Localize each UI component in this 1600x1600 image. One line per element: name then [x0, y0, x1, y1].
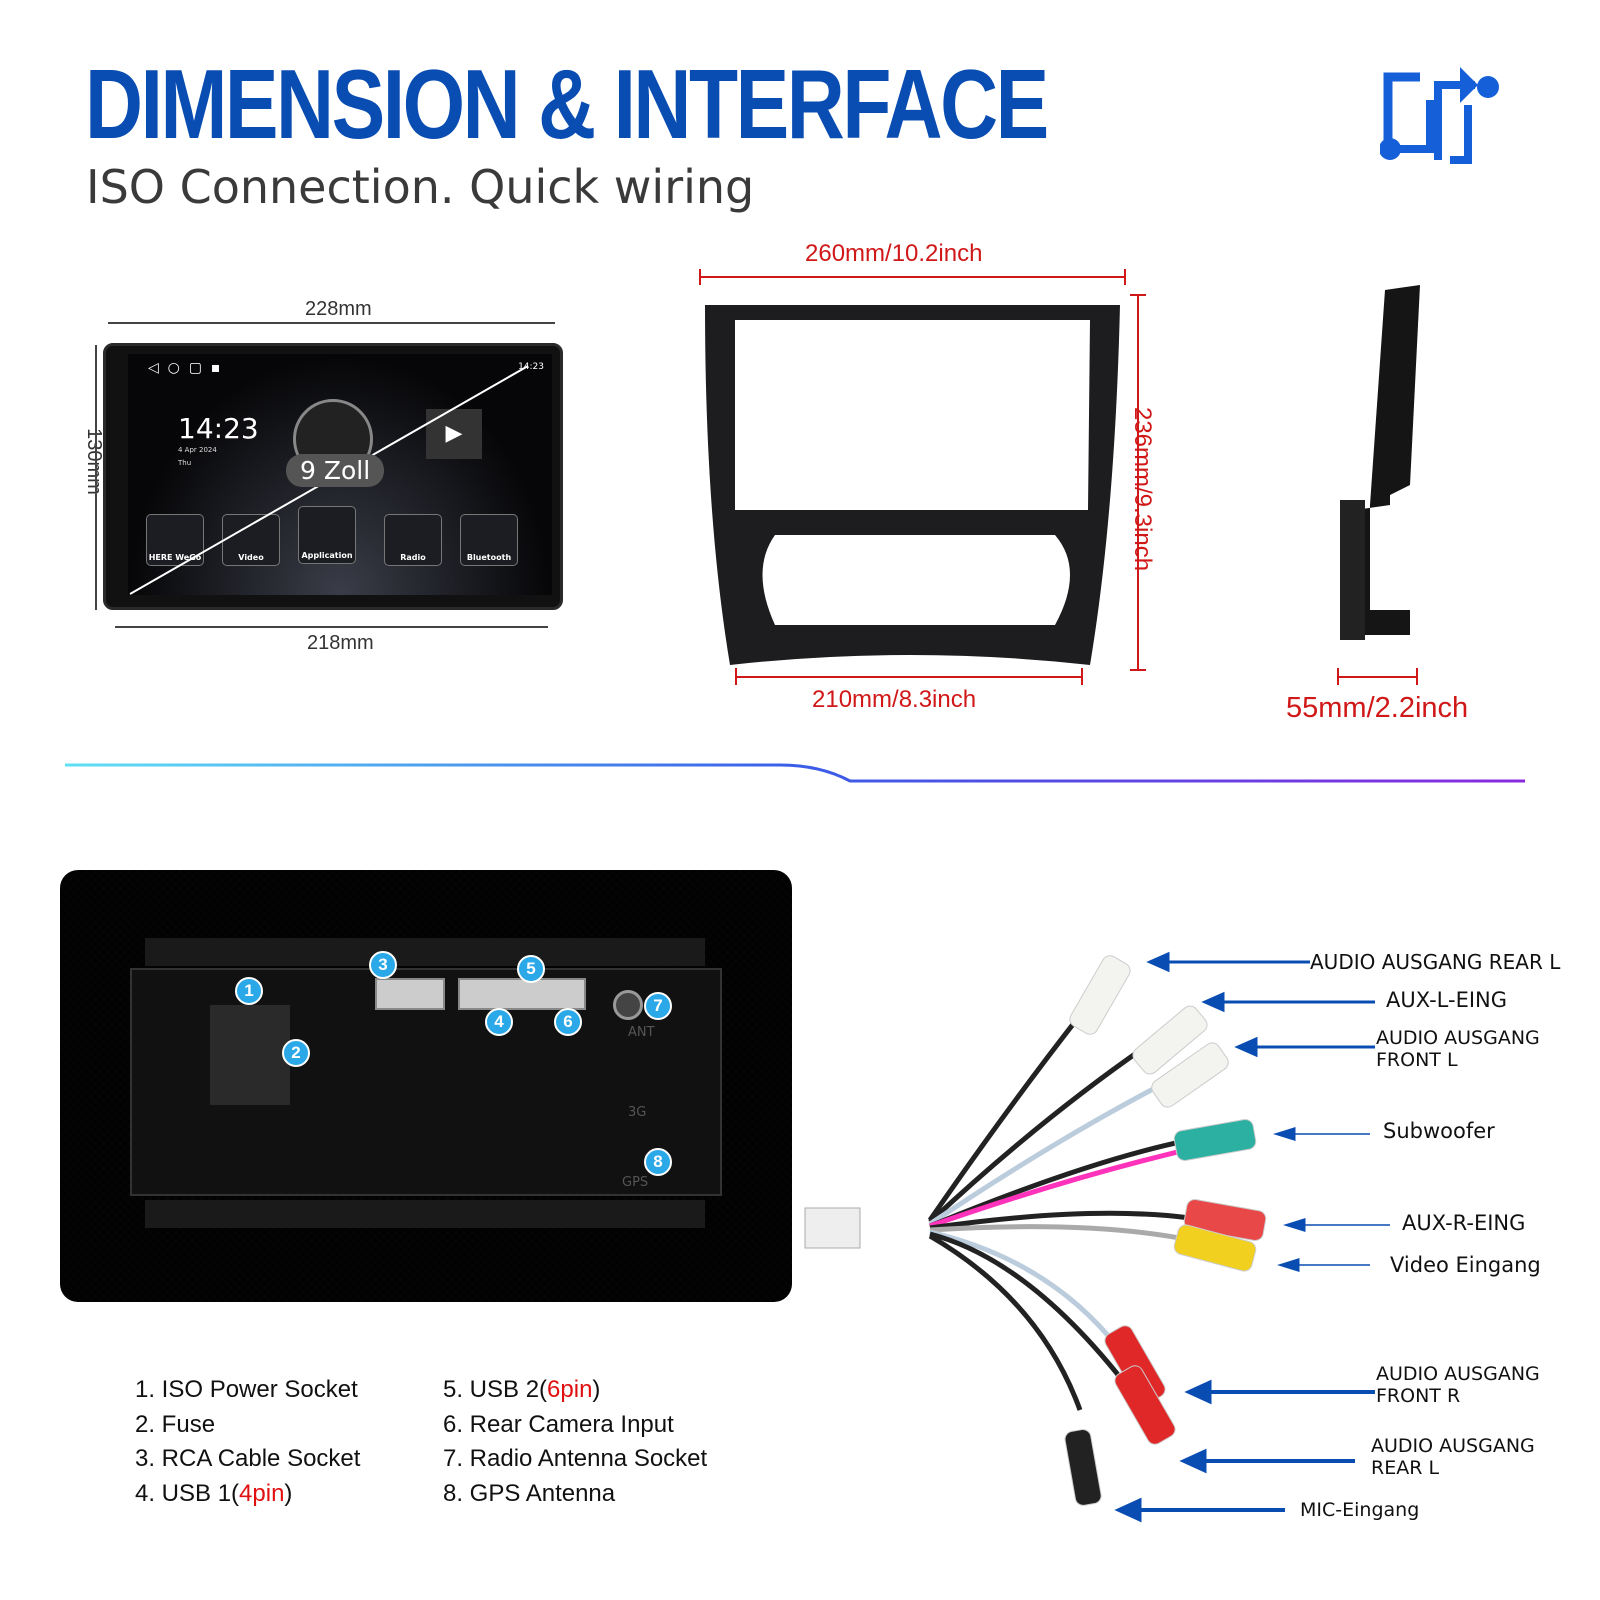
connection-flow-icon — [1380, 67, 1499, 164]
label-audio-rear-l-2: AUDIO AUSGANG REAR L — [1371, 1435, 1535, 1479]
vent-top — [145, 938, 705, 966]
pin-count: 4pin — [239, 1479, 285, 1507]
app-application: Application — [298, 506, 356, 564]
page-subtitle: ISO Connection. Quick wiring — [86, 160, 755, 214]
legend-item: 7. Radio Antenna Socket — [443, 1442, 707, 1477]
height-label: 130mm — [82, 428, 105, 495]
legend-text: ) — [592, 1376, 601, 1403]
legend-item: 2. Fuse — [135, 1408, 360, 1443]
legend-text: 3. RCA Cable Socket — [135, 1445, 361, 1472]
iso-power-socket — [210, 1005, 290, 1105]
frame-width-bottom-label: 210mm/8.3inch — [812, 686, 977, 713]
frame-width-top-label: 260mm/10.2inch — [805, 240, 983, 267]
legend-item: 4. USB 1(4pin) — [135, 1477, 360, 1512]
badge-6: 6 — [554, 1008, 582, 1036]
width-bottom-label: 218mm — [307, 632, 374, 654]
dimension-line — [95, 345, 97, 610]
label-aux-r: AUX-R-EING — [1402, 1211, 1526, 1235]
weekday: Thu — [178, 459, 192, 467]
head-unit-back: ANT 3G GPS 1 2 3 4 5 6 7 8 — [60, 870, 792, 1302]
badge-2: 2 — [282, 1039, 310, 1067]
status-time: 14:23 — [518, 362, 544, 372]
rca-cable-socket — [375, 978, 445, 1010]
frame-depth-label: 55mm/2.2inch — [1286, 692, 1469, 724]
rca-cable-harness — [804, 955, 1267, 1506]
app-radio: Radio — [384, 514, 442, 566]
legend-text: 7. Radio Antenna Socket — [443, 1445, 708, 1472]
legend-text: 4. USB 1( — [135, 1479, 240, 1507]
badge-5: 5 — [517, 955, 545, 983]
screen: ◁ ○ ▢ ▪ 14:23 14:23 4 Apr 2024 Thu ▶ HER… — [128, 354, 552, 595]
legend-text: 2. Fuse — [135, 1410, 216, 1438]
legend-text: 5. USB 2( — [443, 1376, 548, 1403]
divider — [65, 763, 1525, 783]
label-subwoofer: Subwoofer — [1383, 1119, 1495, 1143]
legend-col2: 5. USB 2(6pin) 6. Rear Camera Input 7. R… — [443, 1373, 707, 1511]
width-top-label: 228mm — [305, 298, 372, 320]
gps-label: GPS — [622, 1175, 649, 1190]
dimension-line — [108, 322, 555, 324]
nav-bar-icons: ◁ ○ ▢ ▪ — [148, 360, 221, 376]
legend-item: 5. USB 2(6pin) — [443, 1373, 707, 1408]
badge-8: 8 — [644, 1148, 672, 1176]
app-bluetooth: Bluetooth — [460, 514, 518, 566]
ant-label: ANT — [628, 1025, 655, 1040]
legend-text: 8. GPS Antenna — [443, 1479, 616, 1507]
label-audio-front-l: AUDIO AUSGANG FRONT L — [1376, 1027, 1540, 1071]
play-icon: ▶ — [426, 409, 482, 459]
usb-sockets — [458, 978, 586, 1010]
frame-drawing — [699, 269, 1420, 685]
legend-text: ) — [284, 1479, 293, 1507]
harness-plug — [804, 1207, 861, 1249]
label-arrows — [1114, 951, 1390, 1523]
dimension-line — [115, 626, 548, 628]
screen-size-badge: 9 Zoll — [286, 454, 385, 487]
legend-text: 1. ISO Power Socket — [135, 1376, 358, 1403]
clock: 14:23 — [178, 412, 259, 445]
app-video: Video — [222, 514, 280, 566]
vent-bottom — [145, 1200, 705, 1228]
label-video-in: Video Eingang — [1390, 1253, 1541, 1277]
label-mic-in: MIC-Eingang — [1300, 1499, 1420, 1521]
head-unit-front: ◁ ○ ▢ ▪ 14:23 14:23 4 Apr 2024 Thu ▶ HER… — [103, 343, 563, 610]
badge-7: 7 — [644, 992, 672, 1020]
label-audio-rear-l: AUDIO AUSGANG REAR L — [1310, 950, 1561, 974]
legend-text: 6. Rear Camera Input — [443, 1410, 674, 1438]
pin-count: 6pin — [547, 1376, 593, 1403]
badge-1: 1 — [235, 977, 263, 1005]
label-audio-front-r: AUDIO AUSGANG FRONT R — [1376, 1363, 1540, 1407]
badge-3: 3 — [369, 951, 397, 979]
antenna-socket — [613, 990, 643, 1020]
legend-item: 1. ISO Power Socket — [135, 1373, 360, 1408]
3g-label: 3G — [628, 1105, 647, 1120]
page-title: DIMENSION & INTERFACE — [85, 49, 1049, 159]
legend-col1: 1. ISO Power Socket 2. Fuse 3. RCA Cable… — [135, 1373, 360, 1511]
legend-item: 3. RCA Cable Socket — [135, 1442, 360, 1477]
legend-item: 8. GPS Antenna — [443, 1477, 707, 1512]
label-aux-l: AUX-L-EING — [1386, 988, 1508, 1012]
badge-4: 4 — [485, 1008, 513, 1036]
date: 4 Apr 2024 — [178, 446, 217, 454]
legend-item: 6. Rear Camera Input — [443, 1408, 707, 1443]
